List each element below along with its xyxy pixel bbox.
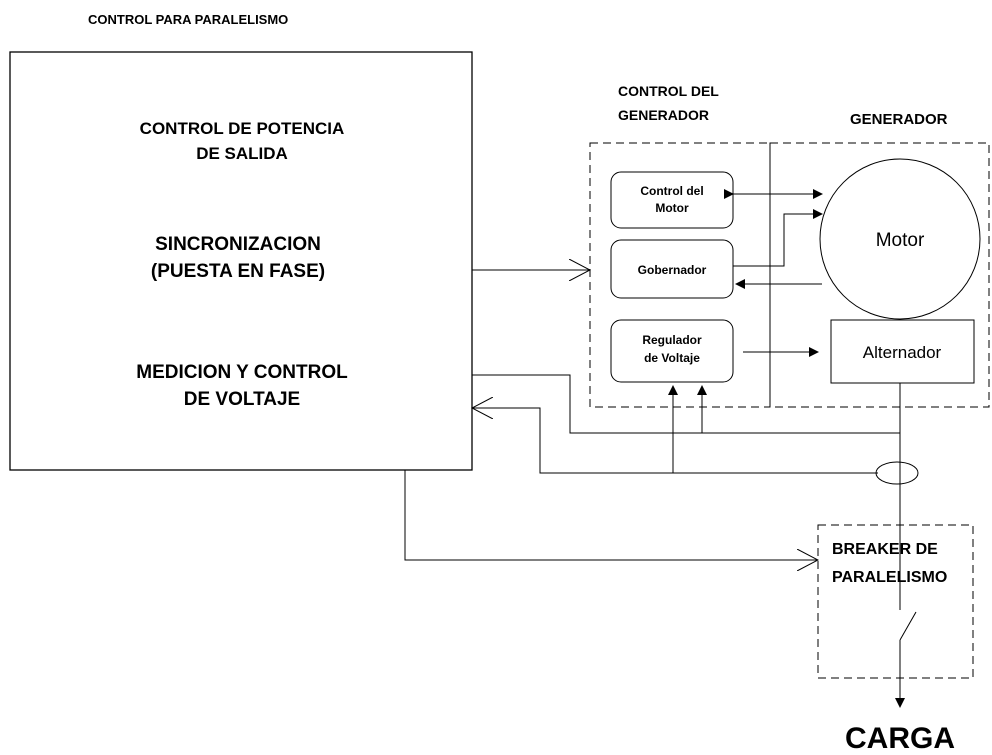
generator-header: GENERADOR <box>850 111 948 128</box>
paralleling-breaker-box <box>817 524 974 679</box>
alternator-box <box>830 319 975 384</box>
voltage-regulator-box <box>610 319 734 383</box>
voltage-measurement-label: MEDICION Y CONTROL <box>136 362 348 383</box>
motor-label: Motor <box>876 230 925 251</box>
output-power-control-label-2: DE SALIDA <box>196 144 288 163</box>
voltage-regulator-label-2: de Voltaje <box>644 351 700 365</box>
governor-to-motor-arrow <box>733 209 823 267</box>
motor-circle <box>819 158 981 320</box>
breaker-control-line <box>404 470 818 560</box>
output-power-control-label: CONTROL DE POTENCIA <box>140 119 345 138</box>
load-label: CARGA <box>845 722 955 755</box>
diagram-title: CONTROL PARA PARALELISMO <box>88 12 288 27</box>
voltage-sense-line <box>472 374 900 434</box>
governor-label: Gobernador <box>638 263 707 277</box>
generator-control-header-2: GENERADOR <box>618 107 709 123</box>
generator-control-header: CONTROL DEL <box>618 83 719 99</box>
generator-dashed-box <box>769 142 990 408</box>
voltage-regulator-label: Regulador <box>642 333 702 347</box>
connection-lines <box>404 189 919 708</box>
paralleling-control-block <box>9 51 473 471</box>
breaker-switch <box>899 611 917 641</box>
breaker-label: BREAKER DE <box>832 541 938 558</box>
motor-control-box <box>610 171 734 229</box>
phasing-label: (PUESTA EN FASE) <box>151 261 325 282</box>
synchronization-label: SINCRONIZACION <box>155 234 321 255</box>
motor-control-label: Control del <box>640 184 703 198</box>
motor-control-label-2: Motor <box>655 201 689 215</box>
governor-box <box>610 239 734 299</box>
alternator-label: Alternador <box>863 343 942 362</box>
current-sense-line <box>472 408 878 474</box>
breaker-label-2: PARALELISMO <box>832 569 947 586</box>
current-transformer <box>875 461 919 485</box>
voltage-measurement-label-2: DE VOLTAJE <box>184 389 300 410</box>
